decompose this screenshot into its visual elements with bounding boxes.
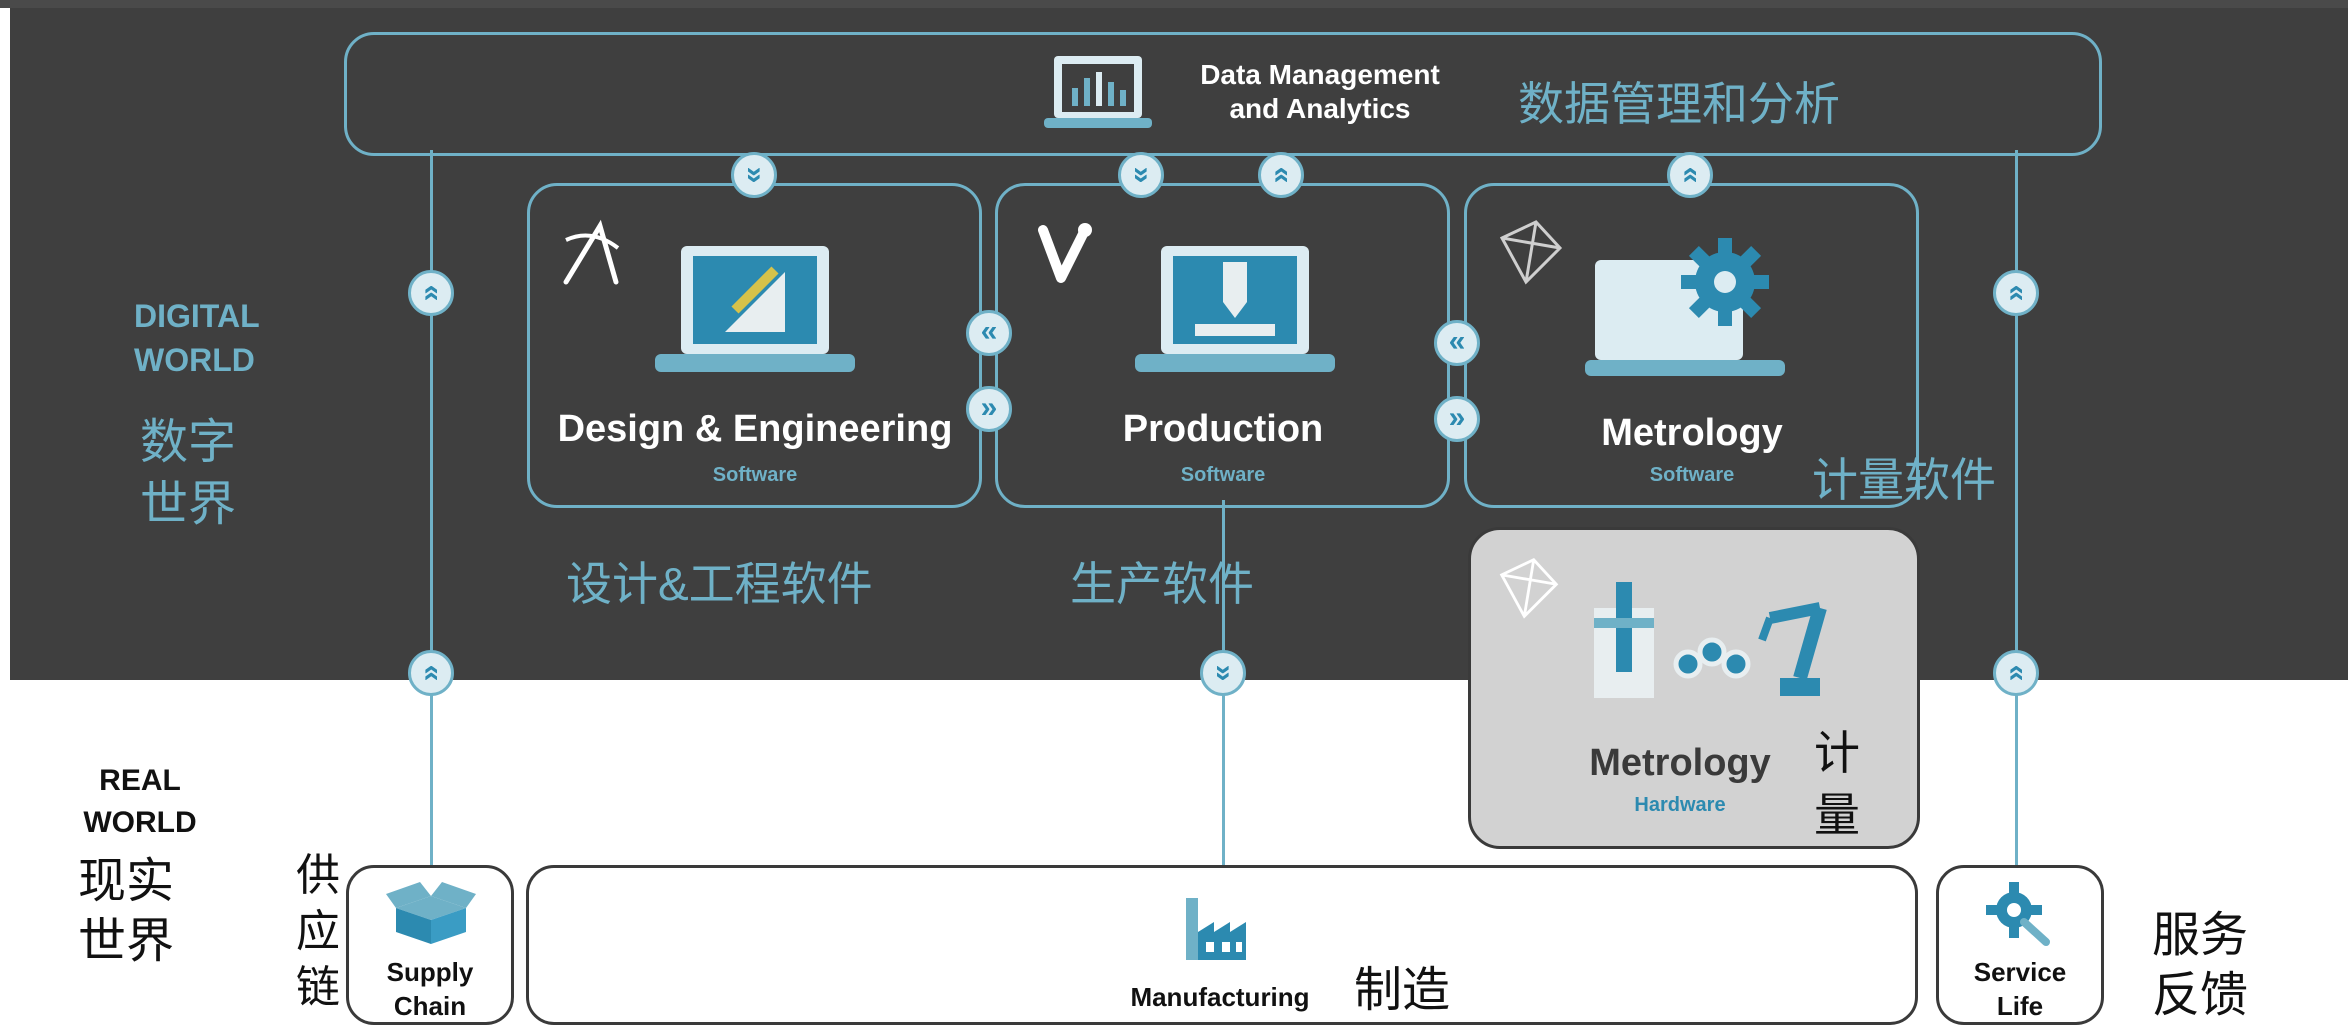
production-brand-icon — [1035, 222, 1095, 291]
gear-wrench-icon — [1984, 876, 2054, 951]
real-label-line2: WORLD — [83, 806, 197, 839]
service-title-line1: Service — [1973, 957, 2067, 987]
supply-chain-title: Supply Chain — [350, 955, 510, 1023]
supply-chain-box — [346, 865, 514, 1025]
service-cn-line1: 服务 — [2152, 909, 2249, 962]
design-engineering-cn: 设计&工程软件 — [566, 558, 873, 610]
supply-chain-cn: 供 应 链 — [296, 848, 340, 1016]
metrology-hw-cn-line2: 量 — [1814, 789, 1860, 841]
digital-cn-line1: 数字 — [140, 416, 237, 469]
laptop-analytics-icon — [1042, 52, 1154, 134]
robot-arm-icon — [1590, 578, 1850, 713]
arrow-up-icon: » — [1667, 152, 1713, 198]
arrow-up-icon: » — [1993, 650, 2039, 696]
service-life-cn: 服务 反馈 — [2152, 906, 2248, 1026]
service-life-title: Service Life — [1940, 955, 2100, 1023]
supply-cn-line1: 供 — [296, 851, 340, 900]
data-management-title: Data Management and Analytics — [1170, 58, 1470, 126]
digital-world-cn: 数字 世界 — [140, 412, 236, 536]
data-management-title-line2: and Analytics — [1229, 93, 1411, 124]
arrow-down-icon: » — [1200, 650, 1246, 696]
arrow-up-icon: » — [408, 270, 454, 316]
metrology-hardware-subtitle: Hardware — [1634, 794, 1726, 816]
metrology-hw-cn-line1: 计 — [1814, 727, 1860, 779]
box-icon — [386, 876, 476, 951]
metrology-hw-brand-icon — [1496, 556, 1562, 627]
manufacturing-title: Manufacturing — [1130, 982, 1310, 1012]
design-engineering-subtitle: Software — [712, 464, 798, 486]
arrow-left-icon: » — [966, 310, 1012, 356]
arrow-down-icon: » — [1118, 152, 1164, 198]
real-world-cn: 现实 世界 — [78, 852, 174, 972]
supply-connector-line — [430, 150, 433, 890]
arrow-right-icon: » — [966, 386, 1012, 432]
supply-cn-line3: 链 — [296, 963, 340, 1012]
factory-icon — [1178, 888, 1258, 973]
supply-title-line2: Chain — [393, 991, 467, 1021]
arrow-up-icon: » — [408, 650, 454, 696]
production-subtitle: Software — [1180, 464, 1266, 486]
design-engineering-title: Design & Engineering — [557, 408, 953, 450]
service-connector-line — [2015, 150, 2018, 890]
laser-cut-icon — [1135, 240, 1335, 385]
supply-cn-line2: 应 — [296, 907, 340, 956]
digital-world-label: DIGITAL WORLD — [134, 294, 260, 382]
real-label-line1: REAL — [99, 764, 181, 797]
digital-cn-line2: 世界 — [140, 478, 237, 531]
real-cn-line1: 现实 — [78, 855, 175, 908]
data-management-box — [344, 32, 2102, 156]
real-world-label: REAL WORLD — [60, 760, 220, 844]
digital-label-line1: DIGITAL — [134, 298, 260, 334]
metrology-software-title: Metrology — [1601, 412, 1783, 454]
service-life-box — [1936, 865, 2104, 1025]
arrow-up-icon: » — [1258, 152, 1304, 198]
pen-ruler-icon — [655, 240, 855, 385]
data-management-title-line1: Data Management — [1200, 59, 1440, 90]
production-title: Production — [1122, 408, 1324, 450]
metrology-hardware-title: Metrology — [1589, 742, 1771, 784]
metrology-software-cn: 计量软件 — [1812, 454, 1996, 506]
metrology-brand-icon — [1496, 218, 1566, 293]
arrow-down-icon: » — [731, 152, 777, 198]
top-edge — [0, 0, 2348, 8]
manufacturing-box — [526, 865, 1918, 1025]
metrology-hardware-cn: 计 量 — [1814, 722, 1860, 846]
arrow-up-icon: » — [1993, 270, 2039, 316]
data-management-cn: 数据管理和分析 — [1518, 78, 1840, 130]
arrow-left-icon: » — [1434, 320, 1480, 366]
gear-icon — [1585, 232, 1785, 387]
service-title-line2: Life — [1996, 991, 2044, 1021]
digital-label-line2: WORLD — [134, 342, 255, 378]
supply-title-line1: Supply — [386, 957, 474, 987]
service-cn-line2: 反馈 — [2152, 969, 2249, 1022]
arrow-right-icon: » — [1434, 396, 1480, 442]
metrology-software-subtitle: Software — [1649, 464, 1735, 486]
real-cn-line2: 世界 — [78, 915, 175, 968]
manufacturing-cn: 制造 — [1354, 964, 1451, 1017]
production-cn: 生产软件 — [1070, 558, 1254, 610]
design-brand-icon — [560, 218, 624, 293]
